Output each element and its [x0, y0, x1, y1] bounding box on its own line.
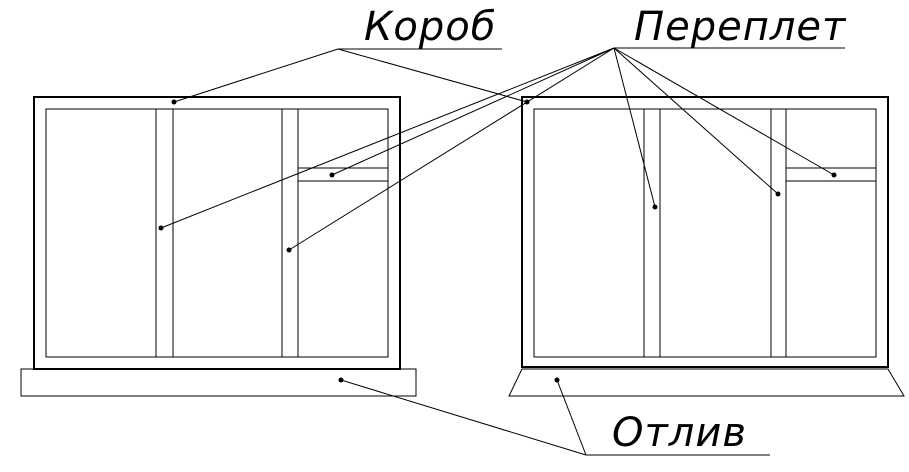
left-window-frame	[33, 96, 401, 370]
label-sash: Переплет	[634, 4, 847, 50]
leader-sill	[338, 377, 770, 456]
leader-dot	[158, 225, 164, 231]
right-window-inner-frame	[533, 108, 877, 358]
leader-dot	[831, 172, 837, 178]
leader-dot	[286, 247, 292, 253]
left-window-mullion-2	[281, 108, 299, 358]
left-window	[20, 96, 417, 397]
right-window-mullion-1	[643, 108, 661, 358]
right-window-mullion-2	[770, 108, 787, 358]
right-window-sill	[508, 368, 905, 397]
leader-dot	[652, 204, 658, 210]
leader-dot	[171, 99, 177, 105]
leader-dot	[338, 377, 344, 383]
left-window-transom	[297, 167, 389, 182]
leader-dot	[775, 191, 781, 197]
left-window-sill	[20, 368, 417, 397]
right-window-transom	[785, 167, 877, 182]
label-frame: Короб	[364, 4, 496, 50]
right-window	[508, 96, 905, 397]
left-window-mullion-1	[155, 108, 174, 358]
leader-sash	[158, 47, 845, 253]
right-window-frame	[521, 96, 889, 368]
leader-dot	[329, 172, 335, 178]
leader-dot	[554, 377, 560, 383]
label-sill: Отлив	[612, 410, 747, 456]
left-window-inner-frame	[45, 108, 389, 358]
